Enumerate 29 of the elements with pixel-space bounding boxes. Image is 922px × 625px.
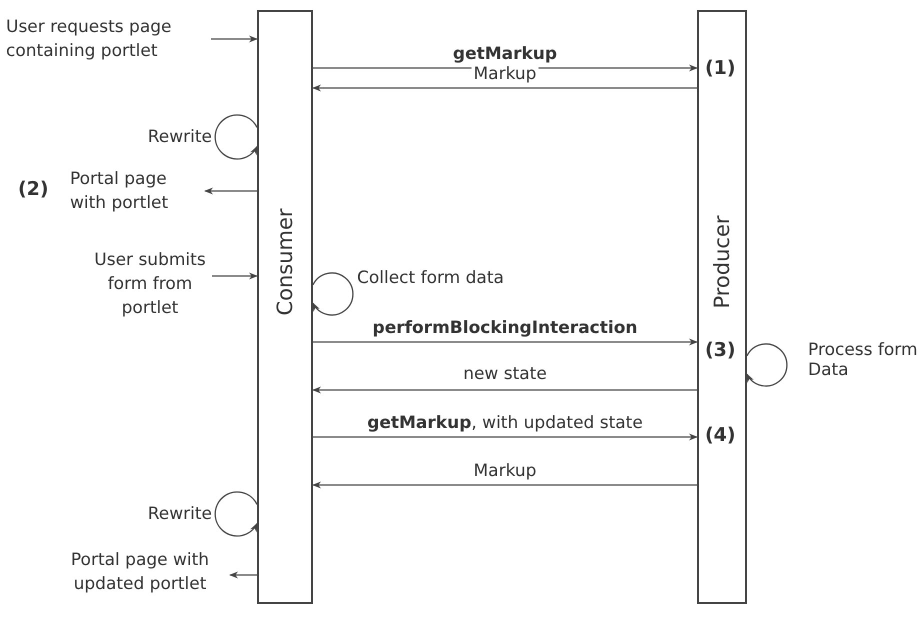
lifeline-label: Consumer	[273, 208, 297, 316]
step-number: (4)	[705, 424, 736, 446]
actor-note: User requests page containing portlet	[6, 16, 172, 63]
step-number: (1)	[705, 57, 736, 79]
actor-note: Portal page with updated portlet	[70, 549, 210, 596]
message-arrow	[312, 84, 697, 92]
lifeline-label: Producer	[710, 215, 734, 309]
self-loop-arrow	[214, 491, 258, 537]
lifeline-box	[697, 10, 747, 604]
message-arrow	[313, 338, 698, 346]
actor-note: Portal page with portlet	[70, 168, 170, 215]
edge-label: Markup	[472, 64, 538, 84]
message-arrow	[229, 571, 257, 579]
step-number: (2)	[18, 178, 49, 200]
lifeline-box	[257, 10, 313, 604]
message-arrow	[312, 386, 697, 394]
self-loop-arrow	[312, 272, 354, 316]
message-arrow	[312, 481, 697, 489]
edge-label: performBlockingInteraction	[370, 318, 640, 338]
message-arrow	[204, 187, 257, 195]
self-loop-arrow	[214, 114, 258, 160]
edge-label: getMarkup, with updated state	[365, 413, 645, 433]
step-number: (3)	[705, 339, 736, 361]
message-arrow	[211, 35, 258, 43]
message-arrow	[313, 433, 698, 441]
edge-label: getMarkup	[450, 44, 560, 64]
actor-note: User submits form from portlet	[93, 249, 207, 320]
self-loop-arrow	[746, 343, 788, 387]
message-arrow	[212, 272, 258, 280]
